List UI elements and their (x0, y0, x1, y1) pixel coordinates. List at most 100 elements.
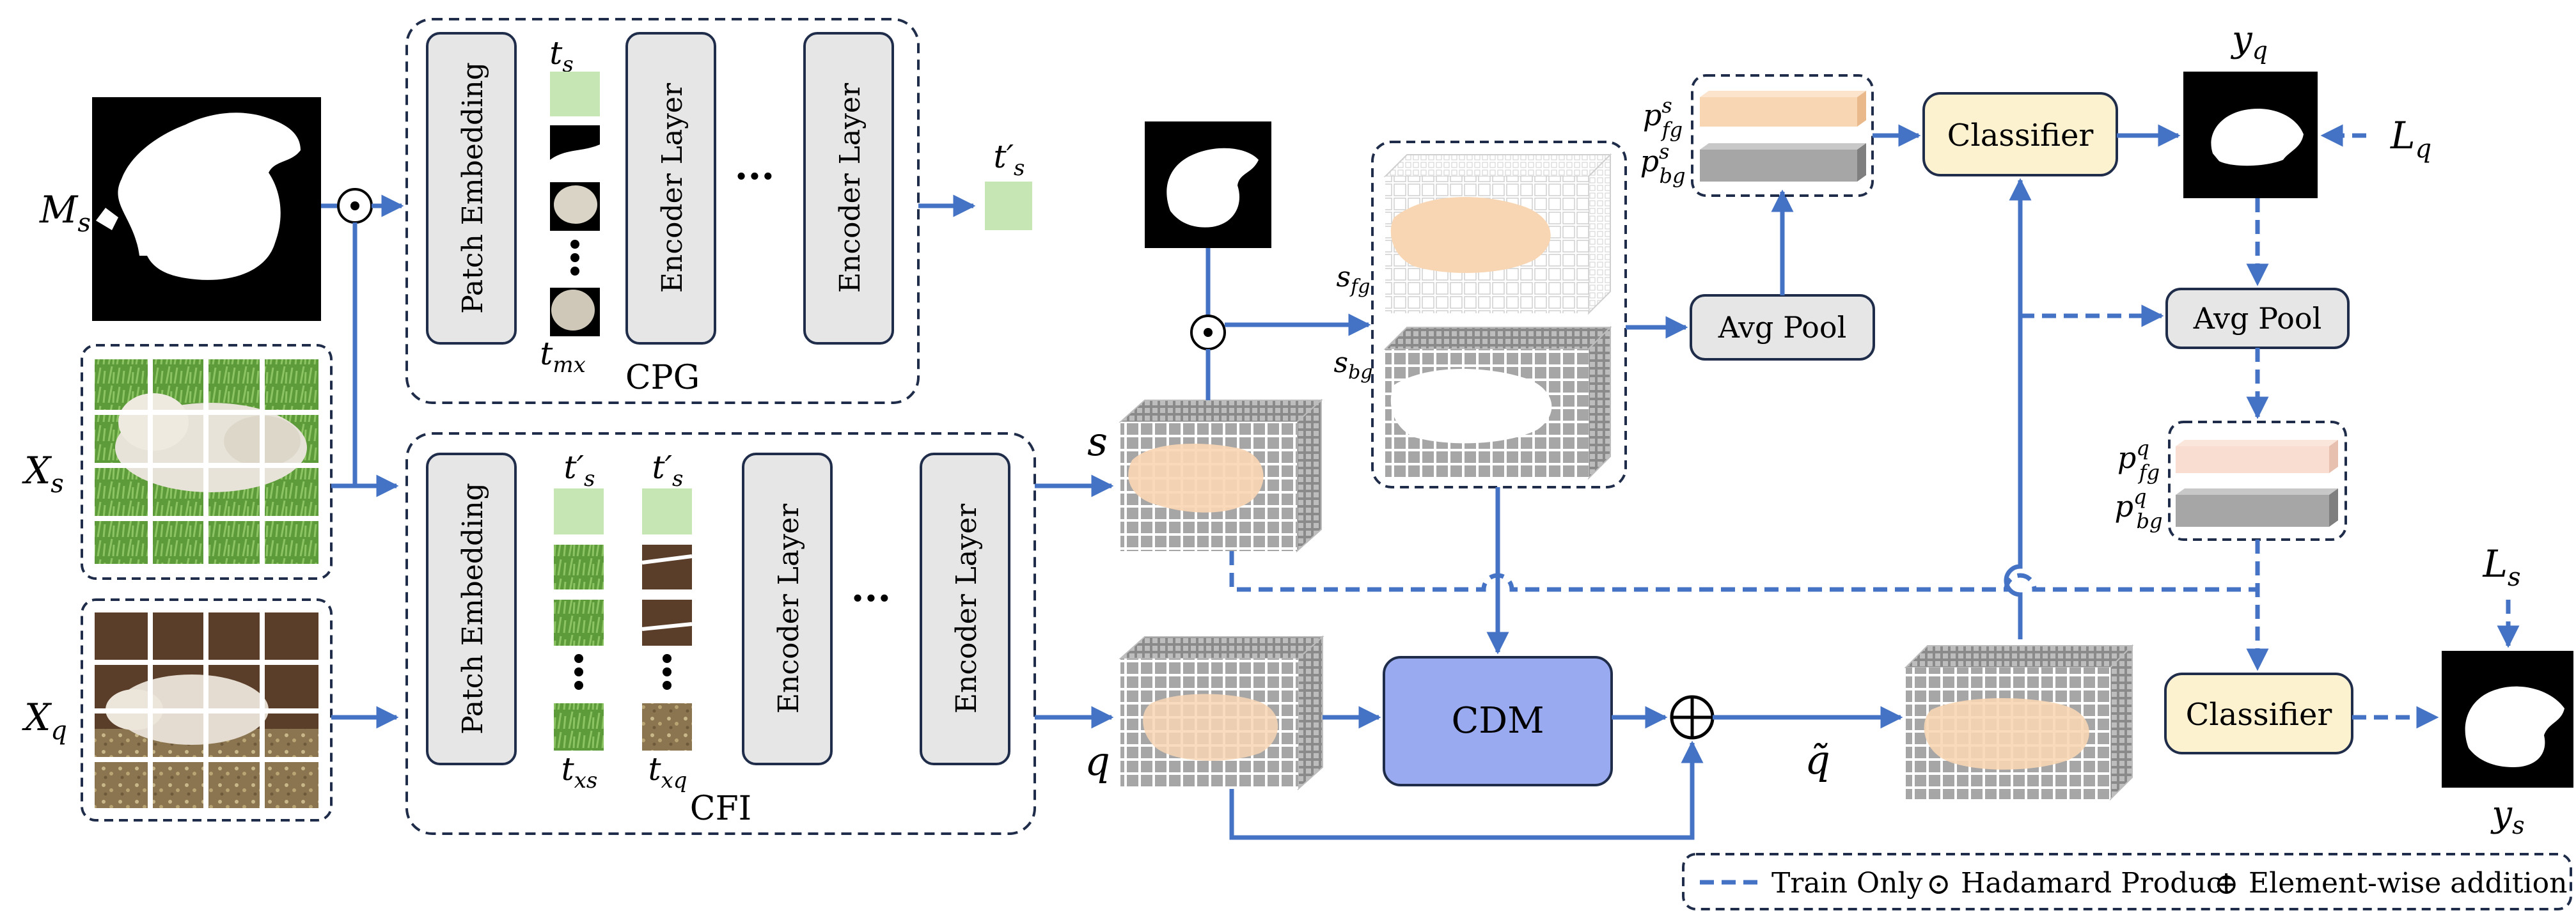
legend-train-only: Train Only (1771, 867, 1922, 900)
token-mask-patch (550, 125, 600, 174)
legend-hadamard: Hadamard Product (1961, 867, 2233, 900)
token-query-patch-2 (641, 600, 693, 646)
label-ys: ys (2490, 793, 2524, 839)
support-prediction-ys (2442, 651, 2573, 788)
elementwise-add-node (1670, 695, 1715, 740)
query-image (95, 612, 318, 808)
legend-add-glyph: ⊕ (2214, 866, 2239, 901)
legend: Train Only ⊙ Hadamard Product ⊕ Element-… (1682, 853, 2572, 910)
small-mask-image (1145, 121, 1271, 248)
cfi-ellipsis: ... (851, 566, 891, 611)
cpg-encoder-layer-2: Encoder Layer (803, 32, 894, 345)
support-image (95, 359, 318, 564)
cpg-patch-embedding-block: Patch Embedding (426, 32, 517, 345)
label-ts: ts (549, 35, 574, 77)
label-ts-prime-support: t′s (564, 449, 595, 492)
avg-pool-query-label: Avg Pool (2193, 301, 2322, 336)
token-support-patch-1 (554, 545, 604, 589)
arrow-qtilde-to-classifier (2004, 178, 2032, 639)
feature-cube-s (1119, 398, 1323, 553)
legend-add: Element-wise addition (2249, 867, 2567, 900)
label-sbg: sbg (1333, 347, 1372, 384)
token-support-patch-2 (554, 600, 604, 646)
cfi-encoder-layer-1-label: Encoder Layer (773, 503, 805, 713)
hadamard-product-node-mask (337, 188, 373, 224)
cfi-module-frame (405, 432, 1036, 835)
classifier-support-label: Classifier (2186, 697, 2332, 733)
prototype-pbg-s (1700, 143, 1866, 182)
classifier-query: Classifier (1922, 92, 2118, 176)
sfg-sbg-frame (1371, 141, 1627, 488)
token-ts (550, 72, 600, 116)
arrow-q-residual-to-add (1229, 740, 1704, 840)
label-s: s (1087, 418, 1108, 465)
token-ts-prime-query (642, 488, 692, 534)
classifier-query-label: Classifier (1947, 118, 2094, 153)
label-xq: Xq (22, 696, 67, 745)
feature-cube-q-tilde (1904, 644, 2134, 801)
token-masked-patch-1 (550, 182, 600, 231)
avg-pool-support-label: Avg Pool (1718, 310, 1847, 345)
mask-silhouette (96, 113, 301, 280)
cfi-encoder-layer-2: Encoder Layer (920, 453, 1010, 765)
label-ts-prime-out: t′s (994, 138, 1025, 181)
cfi-label: CFI (690, 790, 751, 828)
dashed-s-to-support-classifier (1229, 551, 2258, 592)
token-ellipsis-query (663, 654, 671, 690)
label-ts-prime-query: t′s (652, 449, 684, 492)
legend-frame (1682, 853, 2572, 910)
cfi-patch-embedding-label: Patch Embedding (457, 483, 489, 734)
cpg-patch-embedding-label: Patch Embedding (457, 62, 489, 313)
token-ellipsis-support (574, 654, 583, 690)
cpg-encoder-layer-1: Encoder Layer (625, 32, 716, 345)
prototype-pfg-q (2176, 440, 2338, 473)
label-yq: yq (2230, 19, 2268, 65)
feature-cube-sbg (1383, 325, 1612, 480)
support-image-frame (81, 344, 333, 580)
hadamard-product-node-feature (1190, 315, 1226, 350)
cpg-ellipsis: ... (735, 144, 775, 189)
label-ls: Ls (2482, 542, 2520, 592)
label-q-tilde: q̃ (1805, 737, 1830, 783)
label-sfg: sfg (1337, 261, 1370, 298)
label-txs: txs (562, 751, 598, 793)
cpg-module-frame (405, 18, 920, 404)
token-ts-prime-support (554, 488, 604, 534)
label-lq: Lq (2390, 114, 2431, 164)
legend-hadamard-glyph: ⊙ (1926, 866, 1951, 901)
support-mask-image (92, 97, 321, 321)
cdm-module: CDM (1383, 656, 1613, 786)
cpg-encoder-layer-1-label: Encoder Layer (656, 82, 689, 293)
avg-pool-query: Avg Pool (2165, 288, 2350, 349)
token-ellipsis-cpg (570, 240, 579, 276)
label-tmx: tmx (540, 335, 586, 378)
cpg-encoder-layer-2-label: Encoder Layer (834, 82, 867, 293)
query-image-frame (81, 598, 333, 822)
cfi-encoder-layer-2-label: Encoder Layer (950, 503, 983, 713)
token-masked-patch-2 (550, 288, 600, 336)
label-q: q (1085, 738, 1110, 784)
prototype-pfg-s (1700, 91, 1866, 127)
cfi-encoder-layer-1: Encoder Layer (742, 453, 833, 765)
token-support-patch-3 (554, 703, 604, 751)
cfi-patch-embedding-block: Patch Embedding (426, 453, 517, 765)
label-xs: Xs (22, 449, 64, 499)
token-ts-prime-output (985, 182, 1032, 230)
classifier-support: Classifier (2164, 673, 2353, 754)
token-query-patch-1 (641, 545, 693, 589)
avg-pool-support: Avg Pool (1690, 294, 1875, 361)
label-txq: txq (648, 751, 687, 793)
cdm-label: CDM (1451, 700, 1544, 742)
token-query-patch-3 (642, 703, 692, 751)
query-prediction-yq (2183, 72, 2318, 198)
label-ms: Ms (39, 188, 91, 238)
cpg-label: CPG (625, 359, 700, 397)
feature-cube-sfg (1383, 153, 1612, 315)
feature-cube-q (1119, 635, 1324, 791)
support-prototype-frame (1691, 74, 1874, 197)
prototype-pbg-q (2176, 488, 2338, 527)
